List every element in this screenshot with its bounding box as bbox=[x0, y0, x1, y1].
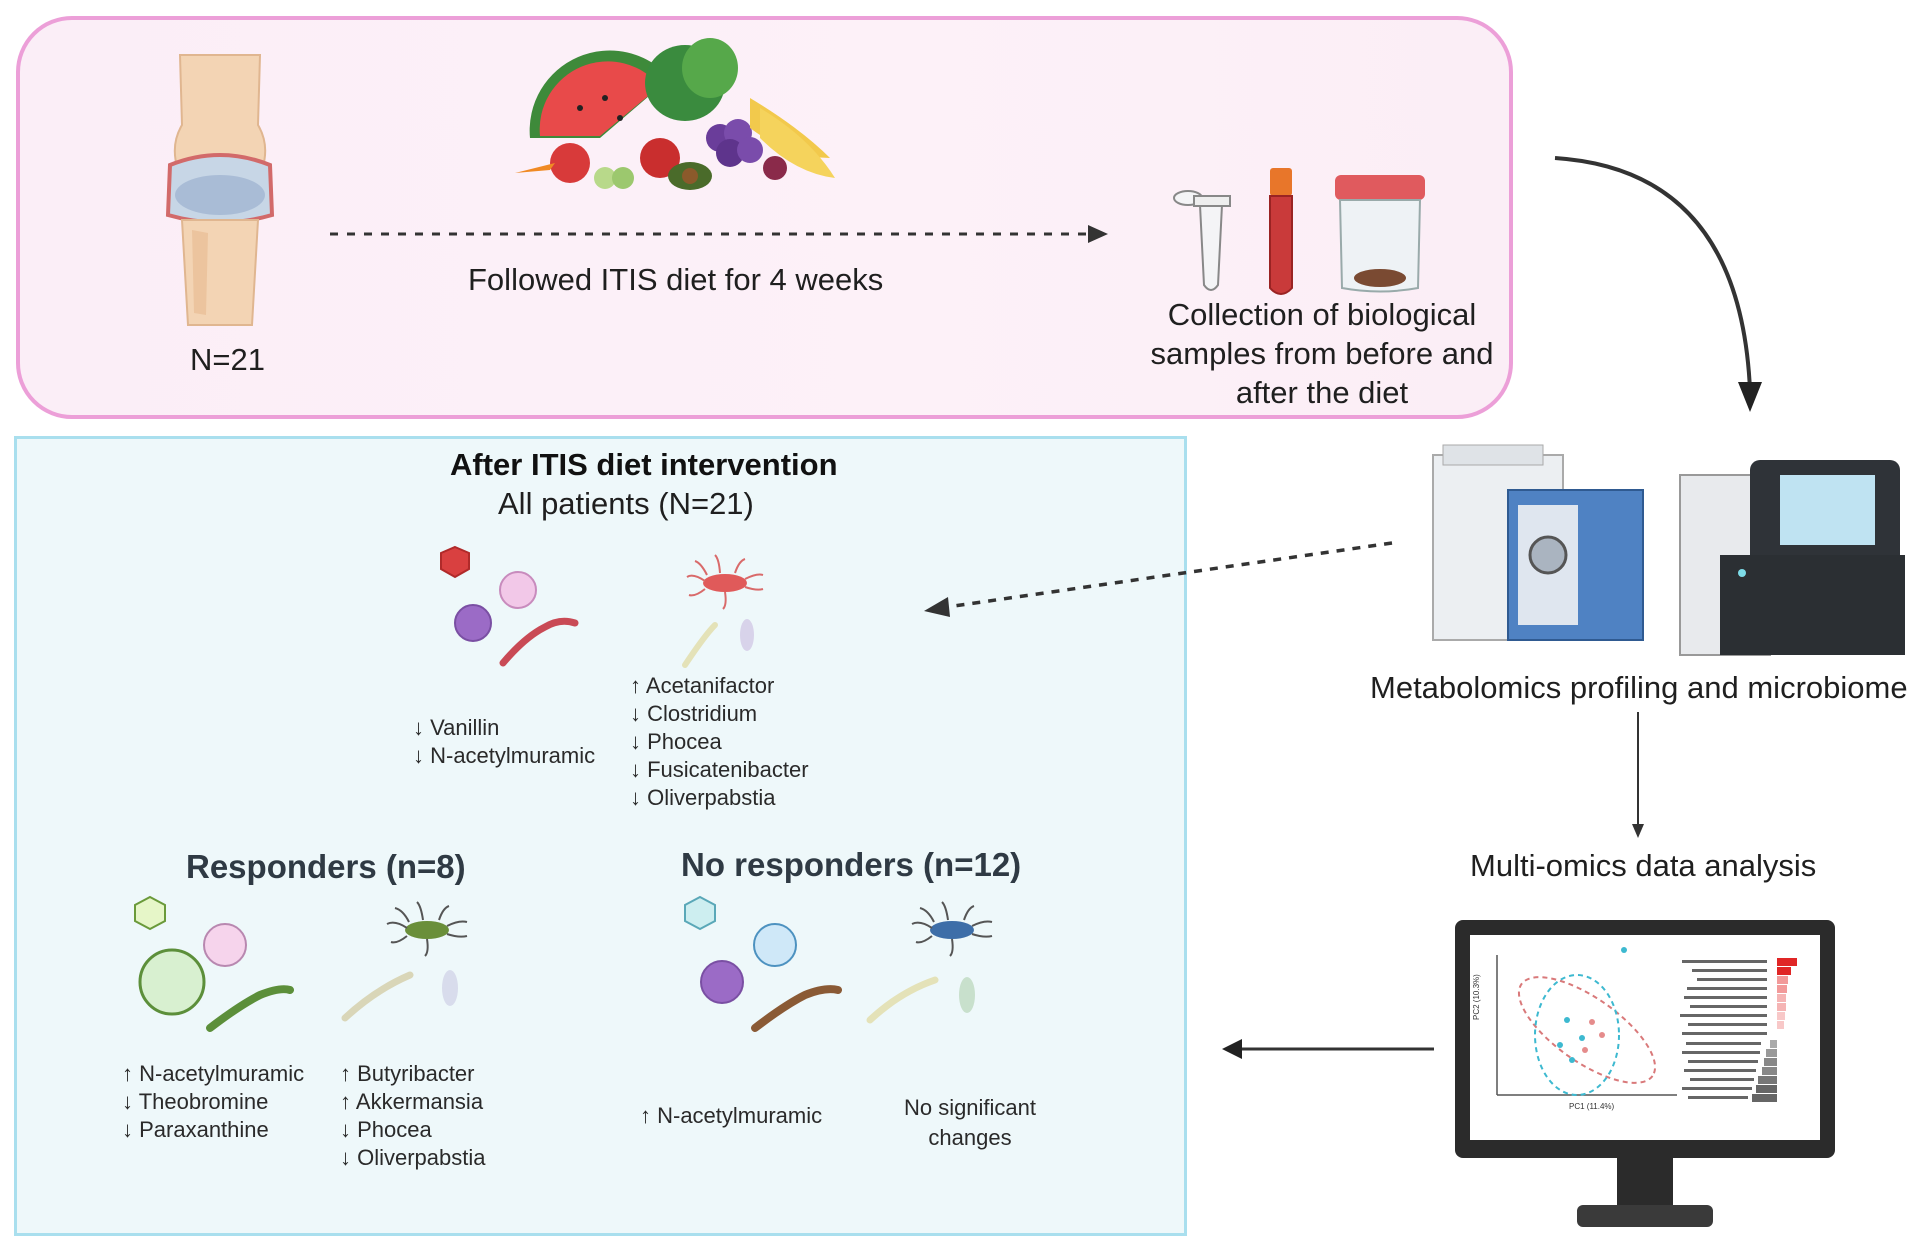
all-bacteria-list: ↑ Acetanifactor ↓ Clostridium ↓ Phocea ↓… bbox=[630, 672, 809, 812]
down-arrow-to-analysis bbox=[1632, 712, 1644, 838]
no-responder-metabolites-icon bbox=[684, 895, 842, 1032]
mass-spectrometer-illustration bbox=[1432, 444, 1644, 641]
diet-duration-label: Followed ITIS diet for 4 weeks bbox=[468, 262, 884, 297]
responder-bacteria-item: ↑ Butyribacter bbox=[340, 1061, 475, 1086]
sample-collection-label: Collection of biological samples from be… bbox=[1142, 295, 1502, 412]
no-responder-bacteria-icon bbox=[866, 901, 993, 1024]
profiling-label: Metabolomics profiling and microbiome bbox=[1370, 670, 1908, 705]
responder-metabolites-icon bbox=[134, 895, 294, 1032]
no-change-line-2: changes bbox=[928, 1125, 1012, 1150]
all-metabolites-list: ↓ Vanillin ↓ N-acetylmuramic bbox=[413, 714, 595, 770]
all-bacteria-item: ↓ Clostridium bbox=[630, 701, 758, 726]
all-metabolite-item: ↓ N-acetylmuramic bbox=[413, 743, 596, 768]
responder-metabolite-item: ↓ Theobromine bbox=[122, 1089, 269, 1114]
responder-metabolite-item: ↓ Paraxanthine bbox=[122, 1117, 269, 1142]
all-metabolite-item: ↓ Vanillin bbox=[413, 715, 500, 740]
biological-samples-illustration bbox=[1173, 168, 1425, 295]
fruits-vegetables-illustration bbox=[515, 38, 835, 190]
analysis-monitor-illustration bbox=[1455, 920, 1835, 1227]
no-responder-metabolites-list: ↑ N-acetylmuramic bbox=[640, 1102, 822, 1130]
all-bacteria-item: ↓ Phocea bbox=[630, 729, 722, 754]
diet-dashed-arrow bbox=[330, 225, 1108, 243]
sequencer-illustration bbox=[1679, 460, 1905, 656]
responder-bacteria-item: ↑ Akkermansia bbox=[340, 1089, 484, 1114]
sample-collection-line-3: after the diet bbox=[1235, 375, 1409, 410]
monitor-pc1-label: PC1 (11.4%) bbox=[1569, 1102, 1615, 1111]
bacteria-icon bbox=[682, 554, 764, 668]
results-panel bbox=[14, 436, 1187, 1236]
responder-metabolites-list: ↑ N-acetylmuramic ↓ Theobromine ↓ Paraxa… bbox=[122, 1060, 304, 1144]
responder-bacteria-item: ↓ Phocea bbox=[340, 1117, 432, 1142]
sample-collection-line-2: samples from before and bbox=[1150, 336, 1494, 371]
responder-metabolite-item: ↑ N-acetylmuramic bbox=[122, 1061, 305, 1086]
dashed-arrow-to-results bbox=[924, 541, 1393, 617]
knee-joint-illustration bbox=[165, 54, 275, 326]
no-responder-bacteria-note: No significant changes bbox=[880, 1093, 1060, 1153]
monitor-pc2-label: PC2 (10.3%) bbox=[1472, 974, 1481, 1020]
results-title: After ITIS diet intervention bbox=[450, 447, 838, 482]
all-bacteria-item: ↓ Oliverpabstia bbox=[630, 785, 776, 810]
responder-bacteria-item: ↓ Oliverpabstia bbox=[340, 1145, 486, 1170]
metabolite-molecules-icon bbox=[440, 545, 579, 667]
all-bacteria-item: ↓ Fusicatenibacter bbox=[630, 757, 809, 782]
participants-count: N=21 bbox=[190, 342, 265, 377]
responder-bacteria-list: ↑ Butyribacter ↑ Akkermansia ↓ Phocea ↓ … bbox=[340, 1060, 486, 1172]
responder-bacteria-icon bbox=[341, 901, 468, 1022]
all-bacteria-item: ↑ Acetanifactor bbox=[630, 673, 775, 698]
responders-title: Responders (n=8) bbox=[186, 848, 466, 885]
curved-arrow-to-analysis bbox=[1554, 156, 1762, 412]
all-patients-subtitle: All patients (N=21) bbox=[498, 486, 754, 521]
sample-collection-line-1: Collection of biological bbox=[1167, 297, 1477, 332]
no-responders-title: No responders (n=12) bbox=[681, 846, 1022, 883]
analysis-label: Multi-omics data analysis bbox=[1470, 848, 1817, 883]
no-responder-metabolite-item: ↑ N-acetylmuramic bbox=[640, 1103, 823, 1128]
no-change-line-1: No significant bbox=[903, 1095, 1037, 1120]
arrow-to-subgroup-results bbox=[1222, 1039, 1434, 1059]
